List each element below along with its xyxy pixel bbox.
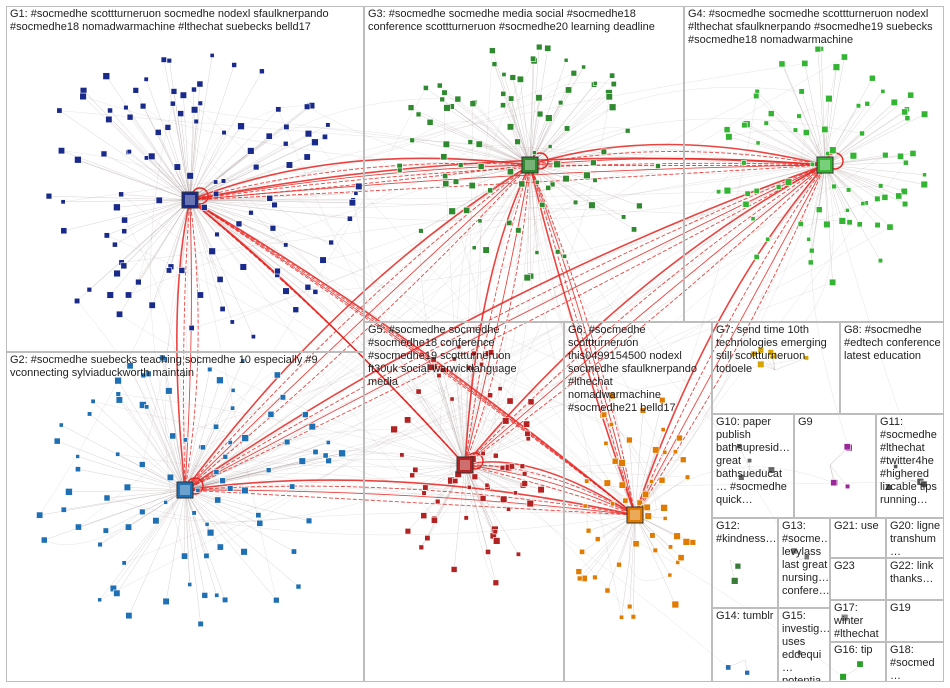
group-box-g16: G16: tip	[830, 642, 886, 682]
group-box-g7: G7: send time 10th technologies emerging…	[712, 322, 840, 414]
group-label-g13: G13: #socme… levylass last great nursing…	[782, 520, 830, 598]
group-label-g9: G9	[798, 416, 873, 429]
group-label-g2: G2: #socmedhe suebecks teaching socmedhe…	[10, 354, 360, 380]
group-label-g5: G5: #socmedhe socmedhe #socmedhe18 confe…	[368, 324, 518, 389]
group-label-g1: G1: #socmedhe scottturneruon socmedhe no…	[10, 8, 362, 34]
group-box-g21: G21: use	[830, 518, 886, 558]
group-box-g15: G15: investig… uses eddequi… potentia…	[778, 608, 830, 682]
group-label-g10: G10: paper publish bathsupresid… great b…	[716, 416, 792, 507]
group-label-g23: G23	[834, 560, 883, 573]
group-label-g17: G17: winter #lthechat…	[834, 602, 886, 642]
group-label-g4: G4: #socmedhe socmedhe scottturneruon no…	[688, 8, 942, 47]
group-label-g7: G7: send time 10th technologies emerging…	[716, 324, 838, 376]
group-box-g20: G20: ligne transhum… #socmed…	[886, 518, 944, 558]
group-box-g22: G22: link thanks…	[886, 558, 944, 600]
group-box-g2: G2: #socmedhe suebecks teaching socmedhe…	[6, 352, 364, 682]
group-box-g18: G18: #socmed…	[886, 642, 944, 682]
group-label-g3: G3: #socmedhe socmedhe media social #soc…	[368, 8, 684, 34]
group-label-g19: G19	[890, 602, 941, 615]
group-box-g19: G19	[886, 600, 944, 642]
group-box-g8: G8: #socmedhe #edtech conference latest …	[840, 322, 944, 414]
group-box-g11: G11: #socmedhe #lthechat #twitter4he #hi…	[876, 414, 944, 518]
group-label-g8: G8: #socmedhe #edtech conference latest …	[844, 324, 942, 363]
group-label-g18: G18: #socmed…	[890, 644, 944, 682]
group-box-g14: G14: tumblr	[712, 608, 778, 682]
group-label-g14: G14: tumblr	[716, 610, 778, 623]
group-label-g11: G11: #socmedhe #lthechat #twitter4he #hi…	[880, 416, 944, 507]
group-label-g12: G12: #kindness…	[716, 520, 778, 546]
group-box-g10: G10: paper publish bathsupresid… great b…	[712, 414, 794, 518]
group-box-g9: G9	[794, 414, 876, 518]
group-label-g6: G6: #socmedhe scottturneruon this0499154…	[568, 324, 708, 415]
group-box-g1: G1: #socmedhe scottturneruon socmedhe no…	[6, 6, 364, 352]
group-box-g12: G12: #kindness…	[712, 518, 778, 608]
group-box-g23: G23	[830, 558, 886, 600]
group-label-g16: G16: tip	[834, 644, 883, 657]
group-box-g3: G3: #socmedhe socmedhe media social #soc…	[364, 6, 684, 322]
group-label-g21: G21: use	[834, 520, 886, 533]
group-box-g17: G17: winter #lthechat…	[830, 600, 886, 642]
group-label-g15: G15: investig… uses eddequi… potentia…	[782, 610, 830, 682]
group-box-g5: G5: #socmedhe socmedhe #socmedhe18 confe…	[364, 322, 564, 682]
group-box-g13: G13: #socme… levylass last great nursing…	[778, 518, 830, 608]
group-box-g6: G6: #socmedhe scottturneruon this0499154…	[564, 322, 712, 682]
group-label-g20: G20: ligne transhum… #socmed…	[890, 520, 944, 558]
group-box-g4: G4: #socmedhe socmedhe scottturneruon no…	[684, 6, 944, 322]
group-label-g22: G22: link thanks…	[890, 560, 944, 586]
